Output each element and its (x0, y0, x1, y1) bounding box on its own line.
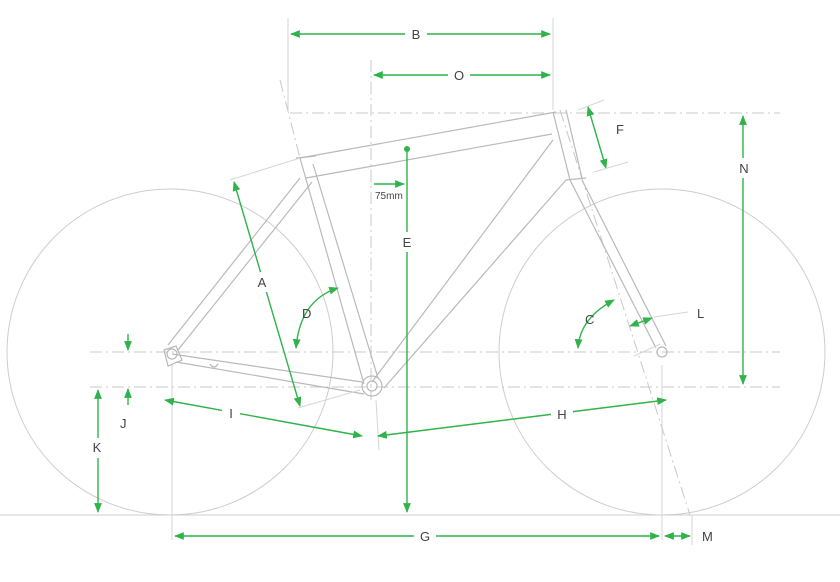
label-k: K (93, 440, 102, 455)
label-i: I (229, 406, 233, 421)
label-m: M (702, 529, 713, 544)
label-o: O (454, 68, 464, 83)
label-c: C (585, 312, 594, 327)
dimension-d-arc (292, 286, 339, 349)
label-f: F (616, 122, 624, 137)
label-l: L (697, 306, 704, 321)
bb-drop-vertical (375, 399, 380, 451)
label-h: H (557, 407, 566, 422)
dimension-c-arrow (574, 299, 615, 349)
label-e: E (403, 235, 412, 250)
label-a: A (258, 275, 267, 290)
label-d: D (302, 306, 311, 321)
saddle-point-marker (404, 146, 410, 152)
steering-axis-line (559, 109, 691, 516)
label-g: G (420, 529, 430, 544)
dimension-i-arrow (164, 397, 363, 439)
label-n: N (739, 161, 748, 176)
label-b: B (412, 27, 421, 42)
label-j: J (120, 416, 127, 431)
dimension-h-arrow (377, 397, 667, 439)
dimension-f-arrow (586, 106, 608, 169)
setback-75mm-label: 75mm (375, 191, 403, 202)
dimension-l-arrow (629, 317, 653, 327)
dimension-a-arrow (232, 181, 302, 407)
